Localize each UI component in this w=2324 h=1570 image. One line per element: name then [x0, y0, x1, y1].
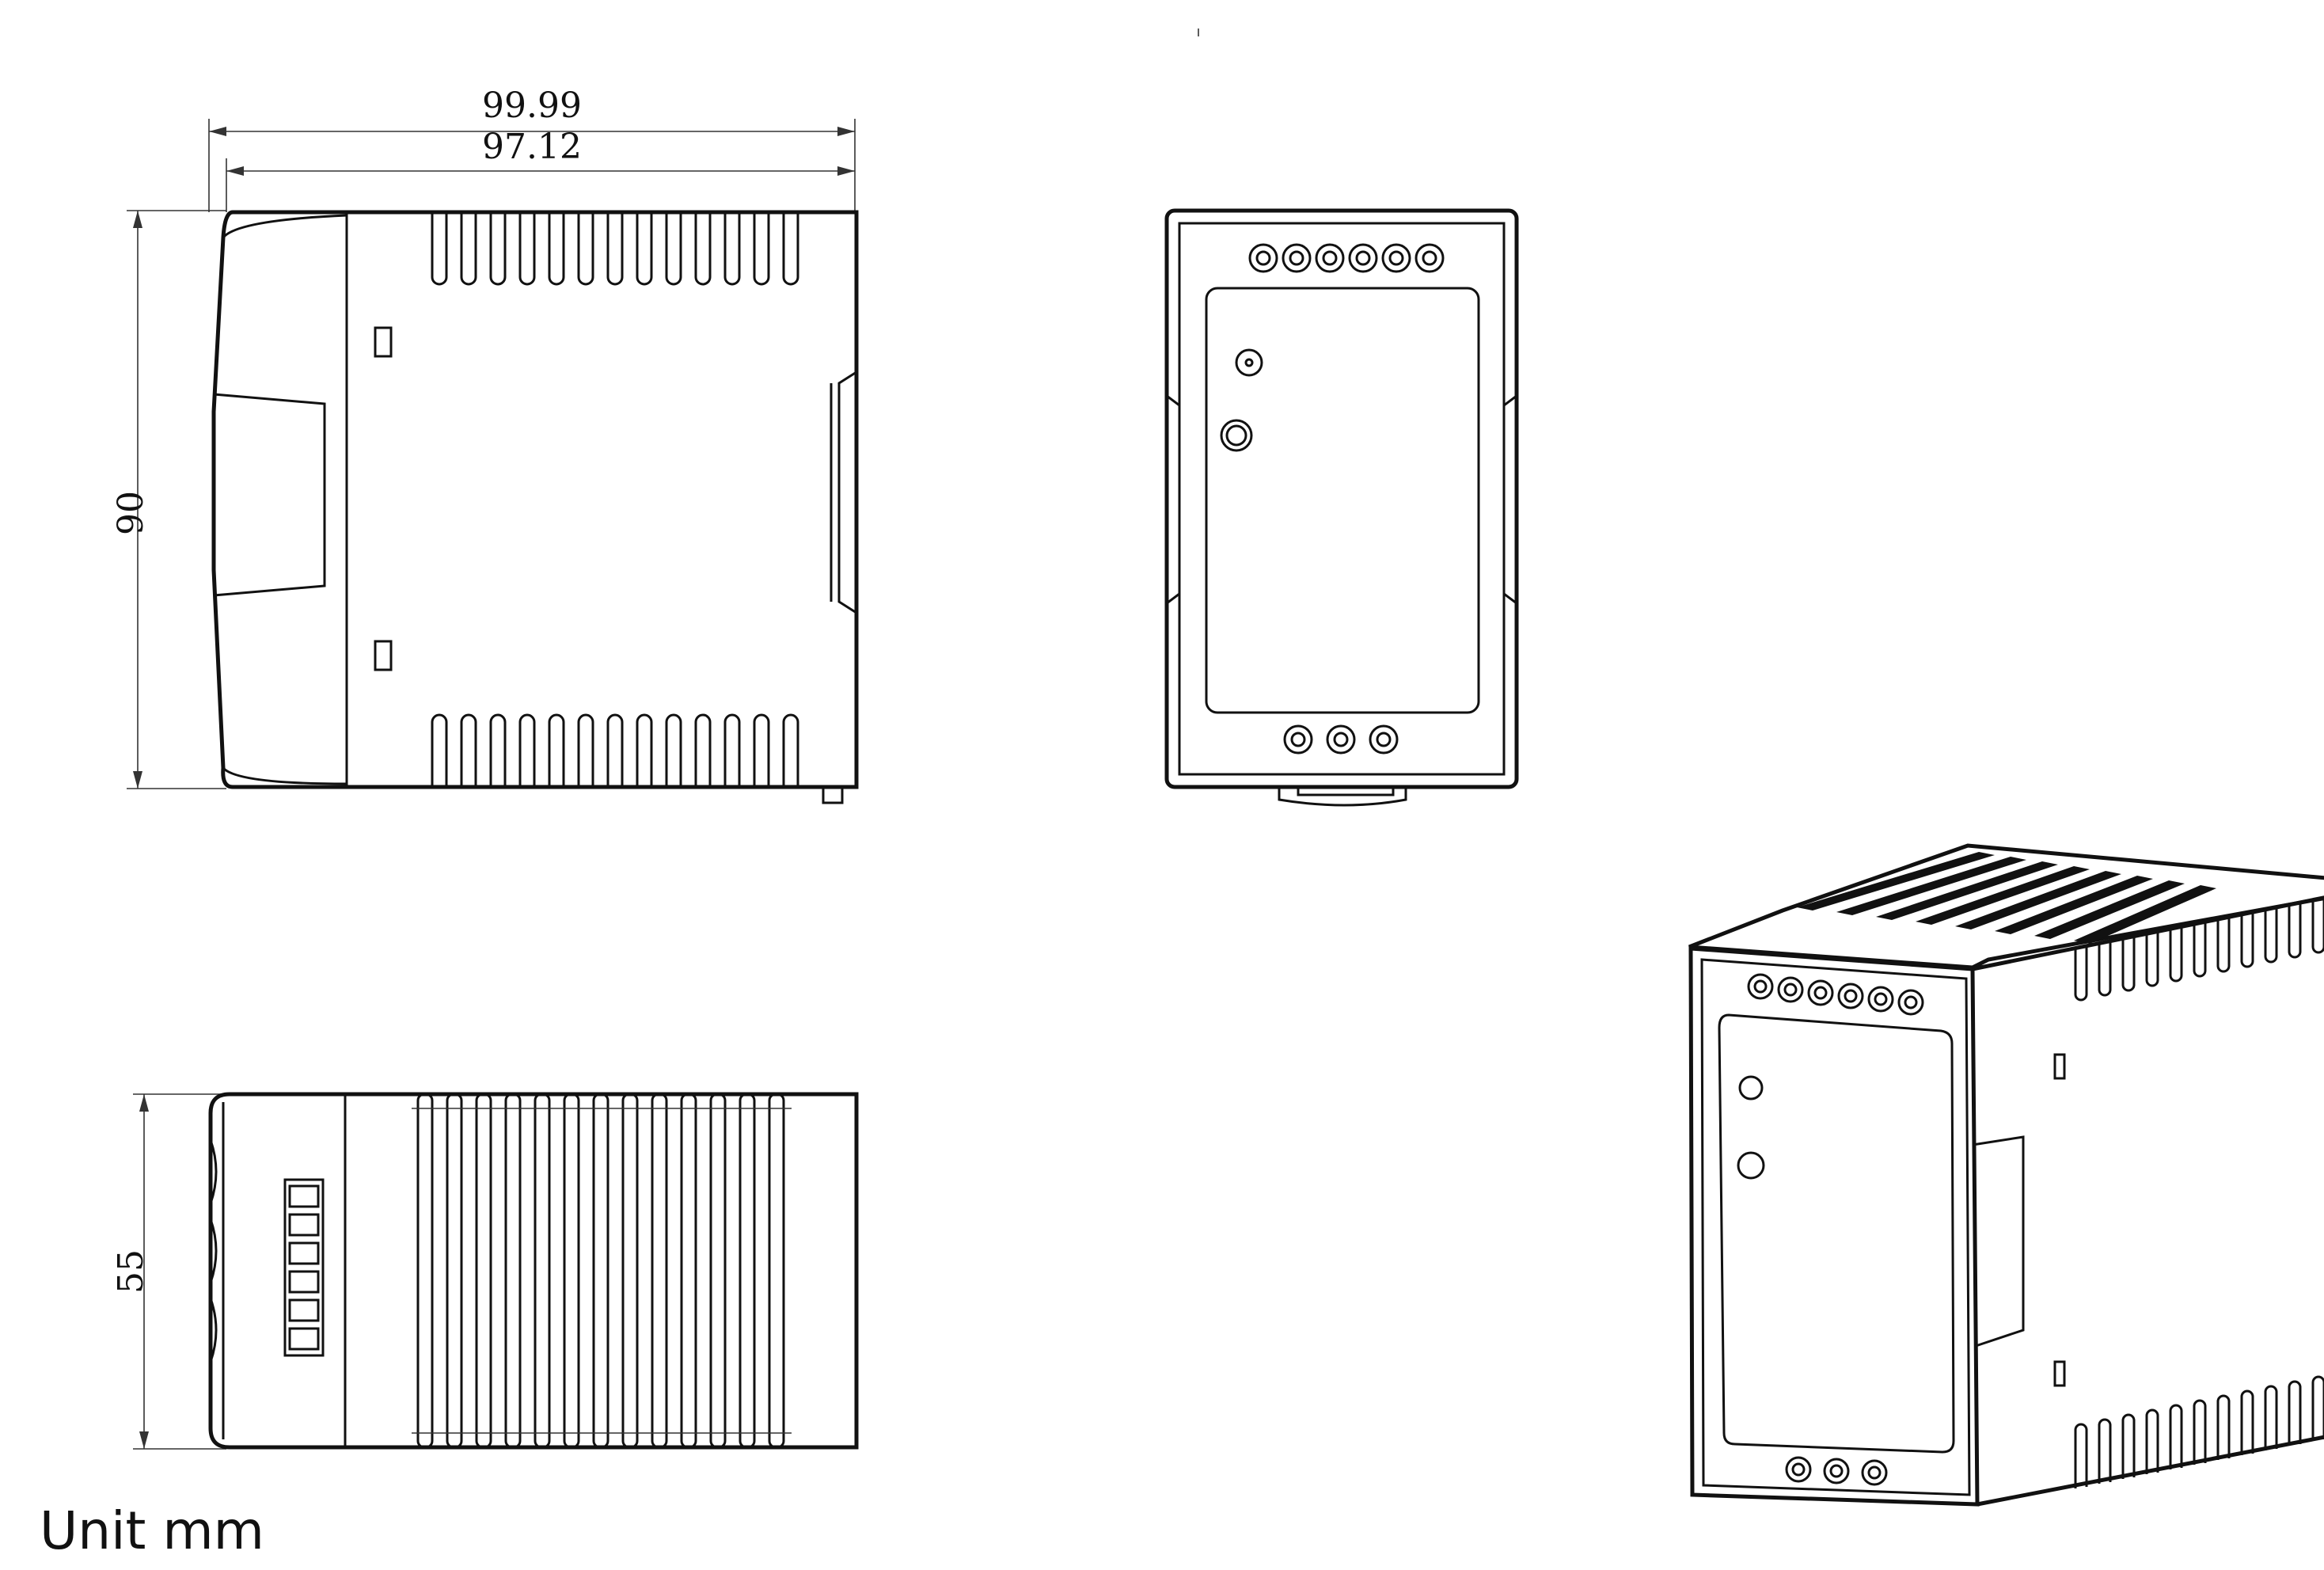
led-indicator [1235, 348, 1263, 377]
top-vents [431, 212, 799, 286]
dimension-inner-width: 97.12 [226, 127, 855, 212]
iso-side-vents-top [2074, 898, 2324, 1002]
dimension-depth-label: 55 [111, 1249, 151, 1294]
side-view: 99.99 97.12 90 [111, 86, 859, 804]
bottom-vents [431, 713, 799, 787]
dimension-height-label: 90 [111, 491, 151, 535]
bottom-terminal-screws [1283, 724, 1399, 755]
iso-side-vents [2074, 1375, 2324, 1488]
top-terminal-screws [1248, 243, 1445, 273]
adjust-potentiometer[interactable] [1220, 419, 1253, 452]
unit-label: Unit mm [40, 1500, 264, 1561]
iso-bottom-terminals [1785, 1456, 1888, 1486]
isometric-view [1688, 843, 2324, 1507]
dimension-height: 90 [111, 210, 226, 789]
dimension-overall-width: 99.99 [208, 86, 856, 212]
dimension-inner-width-label: 97.12 [482, 127, 582, 167]
dimension-overall-width-label: 99.99 [482, 86, 582, 126]
iso-top-terminals [1747, 973, 1924, 1016]
top-fins [1797, 852, 2216, 944]
vent-ribs [416, 1093, 785, 1449]
terminal-block [283, 1178, 325, 1357]
front-view [1164, 208, 1519, 807]
top-view: 55 [111, 1092, 859, 1450]
dimension-depth: 55 [111, 1093, 226, 1450]
